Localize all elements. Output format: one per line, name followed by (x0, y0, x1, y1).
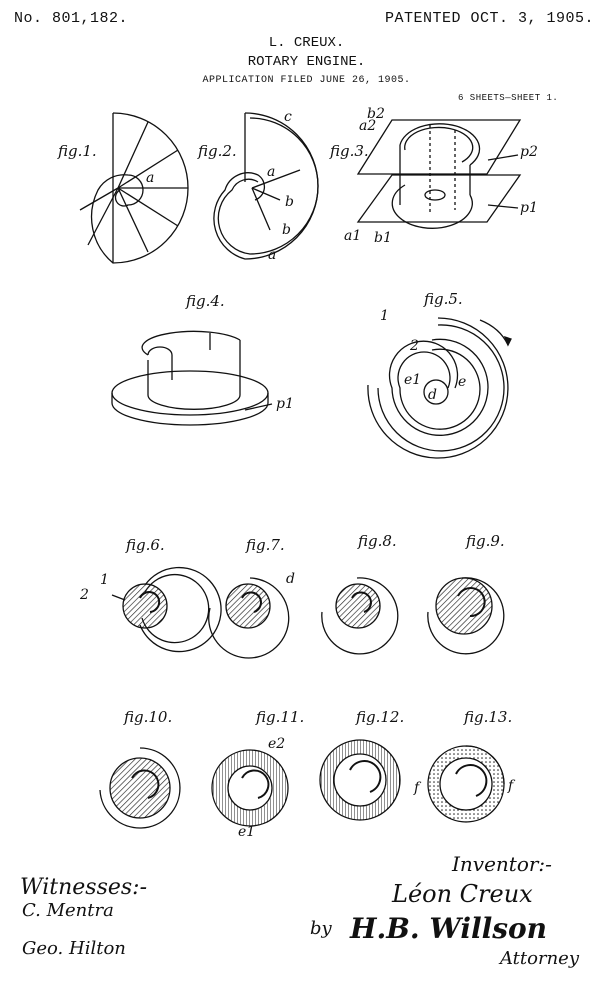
by-label: by (310, 918, 332, 939)
figure-9-drawing (427, 577, 505, 655)
patent-title: ROTARY ENGINE. (247, 54, 366, 70)
sheet-count: 6 SHEETS—SHEET 1. (458, 93, 559, 103)
ref-letter-b1: b1 (374, 230, 392, 246)
figure-11-label: fig.11. (256, 708, 305, 726)
figure-3-drawing (356, 119, 522, 229)
ref-letter-e1-fig5: e1 (404, 372, 421, 388)
patent-date: PATENTED OCT. 3, 1905. (385, 10, 595, 27)
ref-letter-e-fig5: e (458, 374, 466, 390)
figure-10-label: fig.10. (124, 708, 173, 726)
application-line: APPLICATION FILED JUNE 26, 1905. (202, 75, 411, 86)
patent-number: No. 801,182. (14, 10, 129, 27)
attorney-signature: H.B. Willson (350, 912, 548, 945)
inventor-signature: Léon Creux (392, 880, 533, 908)
ref-letter-1-fig5: 1 (380, 308, 389, 324)
figure-13-label: fig.13. (464, 708, 513, 726)
witnesses-label: Witnesses:- (20, 875, 148, 900)
ref-letter-2-fig6: 2 (79, 587, 89, 603)
ref-letter-e1-fig11: e1 (238, 824, 255, 840)
figure-2-drawing (213, 112, 319, 260)
figure-7-label: fig.7. (246, 536, 285, 554)
ref-letter-b-fig2-upper: b (285, 194, 294, 210)
ref-letter-p1-fig3: p1 (520, 200, 538, 216)
figure-5-drawing (367, 317, 512, 459)
figure-4-drawing (111, 330, 269, 426)
figure-8-drawing (321, 577, 399, 655)
figure-9-label: fig.9. (466, 532, 505, 550)
ref-letter-b-fig2-lower: b (282, 222, 291, 238)
figure-10-drawing (99, 747, 181, 829)
ref-letter-c: c (284, 109, 292, 125)
ref-letter-b2: b2 (367, 106, 385, 122)
inventor-label: Inventor:- (452, 852, 552, 876)
inventor-heading: L. CREUX. (268, 35, 345, 51)
figure-1-drawing (79, 112, 189, 264)
ref-letter-e2: e2 (268, 736, 285, 752)
figure-1-label: fig.1. (58, 142, 97, 160)
ref-letter-d-fig5: d (428, 387, 437, 403)
ref-letter-a2: a2 (359, 118, 376, 134)
ref-letter-f-right: f (507, 778, 516, 794)
figure-3-label: fig.3. (330, 142, 369, 160)
figure-6-drawing (122, 566, 222, 653)
figure-12-drawing (319, 739, 401, 821)
figure-4-label: fig.4. (186, 292, 225, 310)
ref-letter-d-fig7: d (286, 571, 295, 587)
ref-letter-p2: p2 (520, 144, 538, 160)
ref-letter-1-fig6: 1 (100, 572, 109, 588)
ref-letter-a-fig1: a (146, 170, 154, 186)
figure-6-label: fig.6. (126, 536, 165, 554)
attorney-label: Attorney (500, 948, 580, 969)
ref-letter-a1: a1 (344, 228, 361, 244)
ref-letter-a-fig2-lower: a (268, 247, 276, 263)
ref-letter-a-fig2: a (267, 164, 275, 180)
figure-5-label: fig.5. (424, 290, 463, 308)
figure-7-drawing (208, 577, 290, 659)
figure-8-label: fig.8. (358, 532, 397, 550)
ref-letter-f-left: f (413, 780, 422, 796)
ref-letter-2-fig5: 2 (409, 338, 419, 354)
witness-2-signature: Geo. Hilton (22, 938, 126, 959)
witness-1-signature: C. Mentra (22, 900, 114, 921)
figure-13-drawing (427, 745, 505, 823)
ref-letter-p1-fig4: p1 (276, 396, 294, 412)
figure-2-label: fig.2. (198, 142, 237, 160)
figure-12-label: fig.12. (356, 708, 405, 726)
figure-11-drawing (211, 749, 289, 827)
